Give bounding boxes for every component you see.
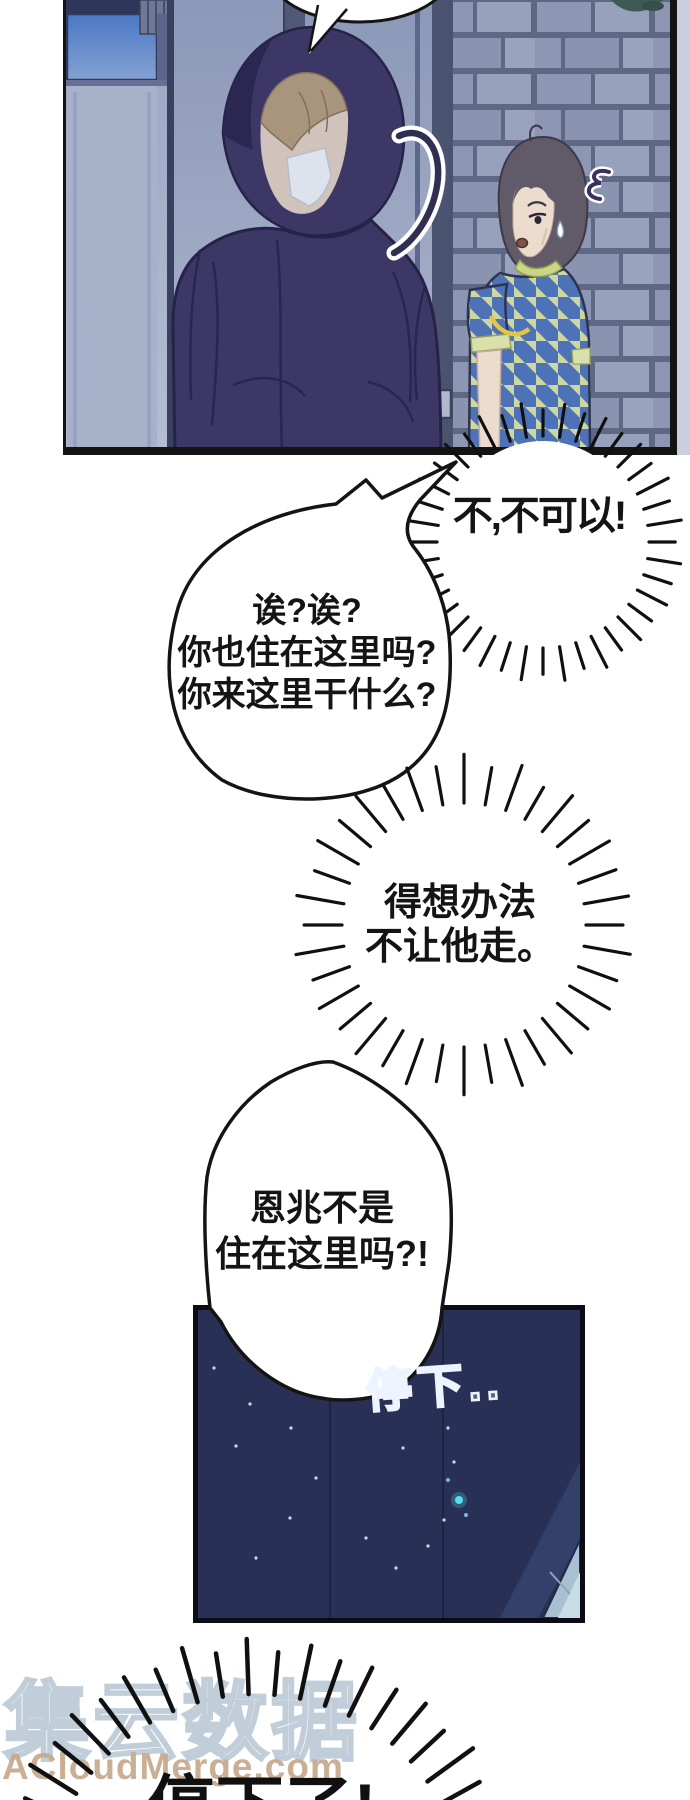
realization-bubble-text: 恩兆不是 住在这里吗?! bbox=[192, 1185, 452, 1277]
girl-eye bbox=[534, 216, 542, 224]
face-mask bbox=[286, 147, 332, 207]
panel-night-street bbox=[63, 0, 690, 455]
realization-line-2: 住在这里吗?! bbox=[215, 1233, 429, 1274]
shout-bubble-body bbox=[445, 441, 641, 643]
thought-line-1: 得想办法 bbox=[383, 882, 536, 924]
question-hook-mark bbox=[386, 125, 446, 261]
thought-line-2: 不让他走。 bbox=[364, 926, 555, 968]
girl-arm bbox=[476, 349, 502, 455]
boy-hair bbox=[260, 71, 348, 152]
girl-mouth bbox=[515, 237, 529, 249]
startle-squiggle-icon bbox=[584, 166, 614, 204]
stars bbox=[212, 1366, 456, 1570]
light-beam-dim bbox=[500, 1462, 580, 1618]
hair-strand bbox=[529, 124, 543, 142]
sweat-drop-icon bbox=[556, 219, 565, 239]
panel-border-right bbox=[670, 0, 677, 455]
top-speech-bubble-partial bbox=[282, 0, 438, 54]
collar-trim bbox=[514, 258, 564, 278]
question-line-1: 诶?诶? bbox=[252, 592, 362, 630]
girl-bangs bbox=[513, 175, 555, 204]
bottom-shout-text: 停下了! bbox=[102, 1770, 422, 1800]
shout-bubble-text: 不,不可以! bbox=[452, 494, 627, 538]
wall-sliver bbox=[677, 0, 690, 455]
realization-line-1: 恩兆不是 bbox=[249, 1187, 394, 1228]
question-bubble-text: 诶?诶? 你也住在这里吗? 你来这里干什么? bbox=[157, 590, 457, 716]
girl-brow bbox=[527, 201, 547, 207]
bag-strap bbox=[488, 314, 531, 337]
panel-border-left bbox=[63, 0, 66, 455]
question-line-3: 你来这里干什么? bbox=[177, 676, 437, 714]
thought-bubble-text: 得想办法 不让他走。 bbox=[320, 881, 600, 969]
bright-star-cyan bbox=[455, 1496, 463, 1504]
sleeve-trim bbox=[470, 333, 512, 353]
character-hooded-boy bbox=[171, 25, 443, 455]
question-line-2: 你也住在这里吗? bbox=[177, 634, 437, 672]
night-sky-decor bbox=[212, 1310, 581, 1619]
panel-border-bottom bbox=[63, 447, 674, 455]
